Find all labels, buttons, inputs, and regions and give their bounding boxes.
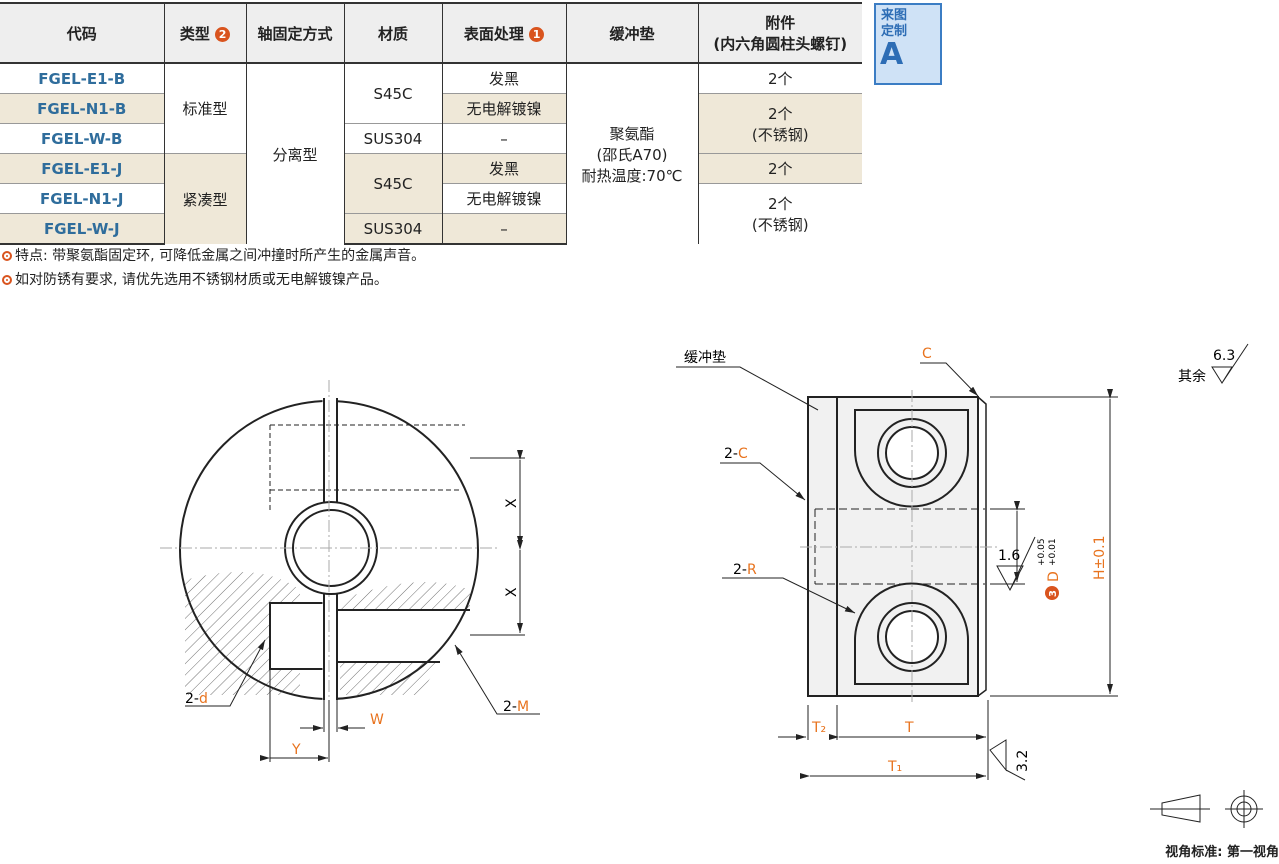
code-cell: FGEL-W-B <box>0 123 164 154</box>
projection-standard: 视角标准: 第一视角 <box>1165 845 1279 860</box>
label-t1: T₁ <box>887 759 902 775</box>
header-material: 材质 <box>343 2 442 64</box>
header-type: 类型 2 <box>163 2 246 64</box>
accessory-cell: 2个 <box>697 153 862 184</box>
badge-3-icon <box>1045 586 1059 600</box>
accessory-cell: 2个(不锈钢) <box>697 183 862 244</box>
code-cell: FGEL-E1-B <box>38 69 126 88</box>
header-accessory: 附件(内六角圆柱头螺钉) <box>697 2 862 64</box>
type-cell: 紧凑型 <box>163 153 246 244</box>
label-2c: 2-C <box>724 446 748 462</box>
code-cell: FGEL-N1-J <box>0 183 164 214</box>
code-cell: FGEL-W-J <box>0 213 164 245</box>
badge-3-number: 3 <box>1048 590 1059 597</box>
side-view <box>676 343 1263 828</box>
d-tolerance-upper: +0.05 <box>1037 538 1047 566</box>
code-cell: FGEL-N1-B <box>0 93 164 124</box>
header-cushion: 缓冲垫 <box>565 2 698 64</box>
front-view <box>160 379 540 762</box>
label-h: H±0.1 <box>1092 535 1108 580</box>
type-cell: 标准型 <box>163 63 246 154</box>
material-cell: S45C <box>343 153 442 214</box>
material-cell: S45C <box>343 63 442 124</box>
material-cell: SUS304 <box>343 123 442 154</box>
roughness-3-2: 3.2 <box>1015 750 1031 772</box>
bullet-icon <box>2 251 12 261</box>
fixing-cell: 分离型 <box>245 63 344 244</box>
accessory-cell: 2个 <box>697 63 862 94</box>
label-d: 2-d <box>185 691 208 707</box>
surface-cell: – <box>441 123 566 154</box>
spec-table: 代码 类型 2 轴固定方式 材质 表面处理 1 缓冲垫 附件(内六角圆柱头螺钉)… <box>0 2 862 245</box>
note-feature: 特点: 带聚氨酯固定环, 可降低金属之间冲撞时所产生的金属声音。 <box>2 245 425 265</box>
roughness-6-3: 6.3 <box>1213 348 1235 364</box>
surface-cell: 发黑 <box>441 153 566 184</box>
header-fixing: 轴固定方式 <box>245 2 344 64</box>
d-tolerance-lower: +0.01 <box>1048 538 1058 566</box>
label-t2: T₂ <box>811 720 826 736</box>
label-d-dim: D <box>1046 571 1062 582</box>
label-c: C <box>922 346 932 362</box>
label-t: T <box>904 720 914 736</box>
code-cell: FGEL-E1-J <box>0 153 164 184</box>
note-rust: 如对防锈有要求, 请优先选用不锈钢材质或无电解镀镍产品。 <box>2 269 388 289</box>
label-w: W <box>370 712 384 728</box>
label-2r: 2-R <box>733 562 757 578</box>
label-x1: X <box>504 498 520 508</box>
header-surface: 表面处理 1 <box>441 2 566 64</box>
roughness-1-6: 1.6 <box>998 548 1020 564</box>
surface-cell: 无电解镀镍 <box>441 93 566 124</box>
material-cell: SUS304 <box>343 213 442 245</box>
label-rest: 其余 <box>1178 368 1206 385</box>
custom-drawing-badge[interactable]: 来图 定制 A <box>874 3 942 85</box>
surface-cell: 无电解镀镍 <box>441 183 566 214</box>
cushion-cell: 聚氨酯(邵氏A70)耐热温度:70℃ <box>565 63 698 244</box>
surface-cell: – <box>441 213 566 245</box>
bullet-icon <box>2 275 12 285</box>
accessory-cell: 2个(不锈钢) <box>697 93 862 154</box>
surface-cell: 发黑 <box>441 63 566 94</box>
label-m: 2-M <box>503 699 529 715</box>
header-code: 代码 <box>0 2 164 64</box>
label-y: Y <box>291 742 301 758</box>
label-cushion: 缓冲垫 <box>684 350 726 366</box>
label-x2: X <box>504 587 520 597</box>
